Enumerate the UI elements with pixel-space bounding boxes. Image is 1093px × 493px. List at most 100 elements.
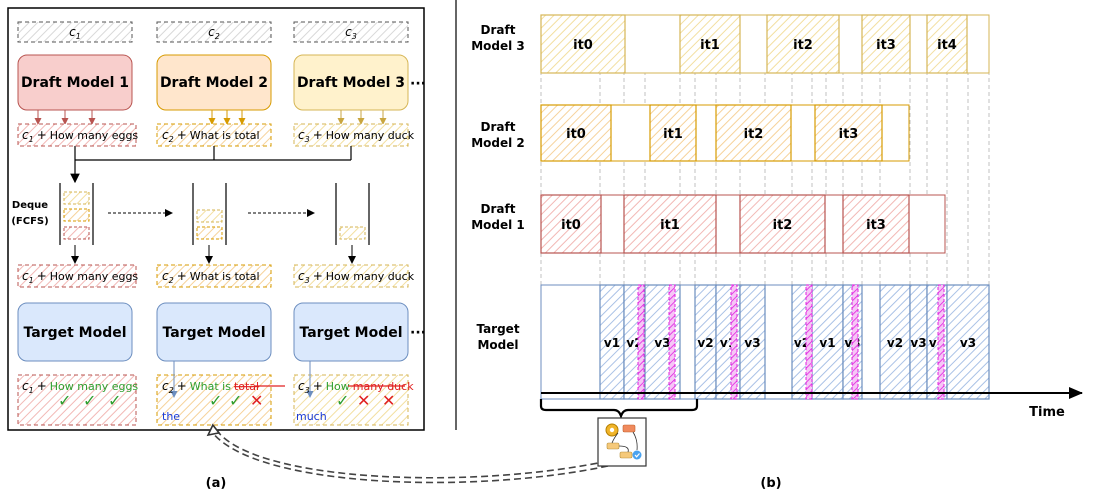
deque-label-1: Deque xyxy=(12,200,48,211)
deque-3-item-yellow xyxy=(339,226,366,240)
deque-2-item-orange xyxy=(196,226,223,240)
verify-2-correction: the xyxy=(162,410,180,423)
scheduler-icon xyxy=(597,417,647,467)
dm1-it1-label: it1 xyxy=(660,218,680,233)
verify-2-accepted: What is xyxy=(190,380,231,393)
target-overlap-marker-2 xyxy=(730,284,738,400)
svg-text:c2+What is total: c2+What is total xyxy=(162,128,260,144)
verify-2-check-2-icon: ✓ xyxy=(229,391,242,410)
dm2-it0-block xyxy=(540,104,612,162)
popped-output-3-plus: + xyxy=(313,269,323,283)
draft-output-2-ctx-sub: 2 xyxy=(169,135,174,144)
draft-output-2-text: What is total xyxy=(190,129,260,142)
popped-output-3-text: How many duck xyxy=(326,270,415,283)
target-overlap-marker-1 xyxy=(668,284,676,400)
context-box-1 xyxy=(17,21,133,43)
feedback-curve-inner xyxy=(206,423,609,484)
target-model-3-box xyxy=(293,302,409,362)
svg-text:c1+How many eggs: c1+How many eggs xyxy=(22,269,138,285)
draft-output-1-ctx-sub: 1 xyxy=(29,135,34,144)
merge-connector xyxy=(70,146,352,184)
context-boxes: c1 c2 c3 xyxy=(17,21,409,43)
row-label-dm1-line2: Model 1 xyxy=(471,218,525,232)
draft-model-3-box xyxy=(293,54,409,111)
draft-token-arrows xyxy=(34,110,387,125)
dm3-it3-label: it3 xyxy=(876,38,896,53)
draft-output-3-text: How many duck xyxy=(326,129,415,142)
draft-output-3-plus: + xyxy=(313,128,323,142)
dm2-it0-label: it0 xyxy=(566,127,586,142)
dm3-it1-label: it1 xyxy=(700,38,720,53)
target-v10-label: v3 xyxy=(910,336,926,350)
target-model-1-box xyxy=(17,302,133,362)
verify-1-ctx: c xyxy=(22,379,29,393)
dm3-it2-block xyxy=(766,14,840,74)
context-label-2: c xyxy=(208,25,215,39)
draft-model-2-label: Draft Model 2 xyxy=(160,75,268,91)
target-v5-block xyxy=(739,284,766,400)
target-v7-label: v1 xyxy=(819,336,835,350)
draft-output-1-plus: + xyxy=(37,128,47,142)
target-v2-label: v3 xyxy=(654,336,670,350)
feedback-curve-outer xyxy=(217,431,609,479)
draft-output-1-box xyxy=(17,123,137,147)
context-box-2 xyxy=(156,21,272,43)
dm1-it3-label: it3 xyxy=(866,218,886,233)
draft-ellipsis: ··· xyxy=(410,76,426,92)
deque-label-2: (FCFS) xyxy=(11,216,48,227)
dm1-it2-label: it2 xyxy=(773,218,793,233)
svg-text:c1: c1 xyxy=(69,25,81,41)
context-label-3: c xyxy=(345,25,352,39)
dm2-it3-block xyxy=(814,104,883,162)
draft-output-3-ctx-sub: 3 xyxy=(305,135,310,144)
verify-2-rejected: total xyxy=(234,380,259,393)
deque-1-item-red xyxy=(63,226,90,240)
dm2-it2-block xyxy=(715,104,792,162)
target-model-2-label: Target Model xyxy=(162,325,265,341)
verify-3-correction: much xyxy=(296,410,327,423)
target-model-1-label: Target Model xyxy=(23,325,126,341)
verify-2-check-1-icon: ✓ xyxy=(209,391,222,410)
draft-output-2-ctx: c xyxy=(162,128,169,142)
target-v5-label: v3 xyxy=(744,336,760,350)
deque-1 xyxy=(59,183,94,245)
row-label-dm1-line1: Draft xyxy=(481,202,516,216)
dm1-it0-label: it0 xyxy=(561,218,581,233)
draft-output-1-text: How many eggs xyxy=(50,129,139,142)
dm2-it3-label: it3 xyxy=(839,127,859,142)
popped-output-2-text: What is total xyxy=(190,270,260,283)
verify-3-box xyxy=(293,374,409,426)
time-axis-label: Time xyxy=(1029,405,1065,420)
verify-2-plus: + xyxy=(177,379,187,393)
target-model-2-box xyxy=(156,302,272,362)
iteration-brace xyxy=(539,399,699,420)
draft-models: Draft Model 1 Draft Model 2 Draft Model … xyxy=(17,54,426,111)
deque-1-item-orange xyxy=(63,208,90,222)
popped-output-3-ctx: c xyxy=(298,269,305,283)
popped-output-3-ctx-sub: 3 xyxy=(305,276,310,285)
dm2-it1-block xyxy=(649,104,697,162)
dm2-it1-label: it1 xyxy=(663,127,683,142)
verify-1-ctx-sub: 1 xyxy=(29,386,34,395)
row-label-dm2-line1: Draft xyxy=(481,120,516,134)
draft-model-2-box xyxy=(156,54,272,111)
row-label-target-line1: Target xyxy=(476,322,519,336)
target-v0-label: v1 xyxy=(604,336,620,350)
dm3-it0-block xyxy=(540,14,626,74)
target-overlap-marker-3 xyxy=(805,284,813,400)
popped-output-1-text: How many eggs xyxy=(50,270,139,283)
svg-text:c3+How many duck: c3+How many duck xyxy=(298,269,415,285)
draft-model-1-box xyxy=(17,54,133,111)
dm3-it4-block xyxy=(926,14,968,74)
dm3-it2-label: it2 xyxy=(793,38,813,53)
verify-3-accepted: How xyxy=(326,380,350,393)
popped-output-2-plus: + xyxy=(177,269,187,283)
draft-model-3-label: Draft Model 3 xyxy=(297,75,405,91)
target-v7-block xyxy=(811,284,844,400)
dm3-it0-label: it0 xyxy=(573,38,593,53)
verify-1-plus: + xyxy=(37,379,47,393)
context-box-3 xyxy=(293,21,409,43)
context-sub-1: 1 xyxy=(76,32,81,41)
popped-outputs: c1+How many eggs c2+What is total c3+How… xyxy=(17,264,415,288)
